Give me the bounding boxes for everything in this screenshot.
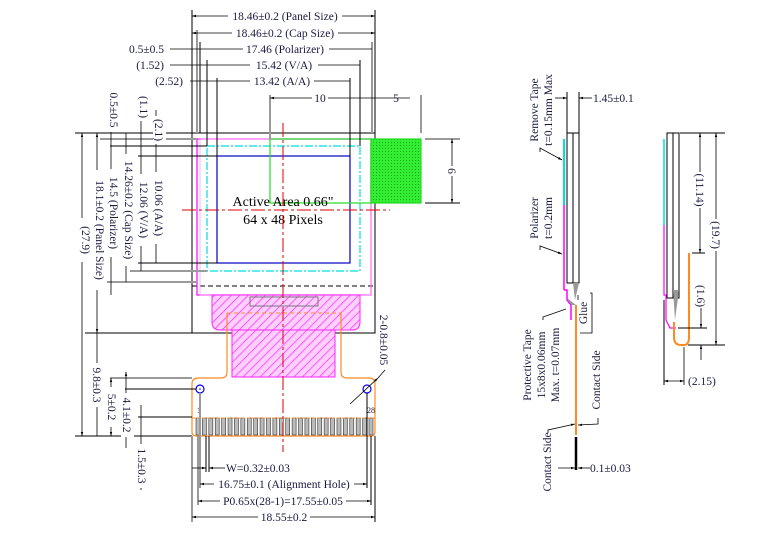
label-contact-side-2: Contact Side bbox=[542, 432, 554, 491]
dim-polarizer-height: 14.5 (Polarizer) bbox=[107, 177, 119, 249]
contact-pin bbox=[349, 417, 355, 436]
contact-pin bbox=[330, 417, 335, 436]
dim-total-height: (27.9) bbox=[79, 226, 91, 254]
bottom-dimensions: W=0.32±0.03 16.75±0.1 (Alignment Hole) P… bbox=[191, 393, 376, 524]
dim-offset-left-b: (1.1) bbox=[137, 96, 149, 118]
contact-pin bbox=[208, 417, 214, 436]
contact-pin bbox=[246, 417, 252, 436]
contact-pins bbox=[192, 417, 375, 436]
dim-alignment-hole-dia: 2-0.8±0.05 bbox=[377, 315, 389, 366]
dim-offset-top-a: 0.5±0.5 bbox=[129, 44, 164, 56]
folded-glass-1 bbox=[666, 132, 674, 299]
dim-panel-size-width: 18.46±0.2 (Panel Size) bbox=[232, 11, 337, 23]
dim-ten: 10 bbox=[314, 93, 326, 105]
dim-offset-top-c: (2.52) bbox=[155, 76, 183, 88]
pin-label-28: 28 bbox=[367, 406, 375, 415]
dim-alignment-hole: 16.75±0.1 (Alignment Hole) bbox=[218, 479, 350, 491]
contact-pin bbox=[266, 417, 271, 436]
label-contact-side-1: Contact Side bbox=[591, 350, 603, 409]
dim-folded-11-14: (11.14) bbox=[693, 173, 705, 206]
contact-pin bbox=[368, 417, 374, 436]
contact-pin bbox=[253, 417, 258, 436]
contact-pin bbox=[272, 417, 278, 436]
dim-six: 6 bbox=[445, 168, 457, 174]
folded-view: (11.14) (19.7) (1.6) (2.15) bbox=[663, 132, 725, 388]
side-protective-tape bbox=[564, 289, 572, 320]
dim-fpc-thickness: 0.1±0.03 bbox=[590, 463, 631, 475]
dim-five: 5 bbox=[393, 93, 399, 105]
contact-pin bbox=[317, 417, 323, 436]
dim-va-width: 15.42 (V/A) bbox=[256, 60, 312, 72]
contact-pin bbox=[259, 417, 265, 436]
alignment-hole-right bbox=[362, 384, 372, 394]
dim-fpc-width: 18.55±0.2 bbox=[261, 512, 308, 524]
label-polarizer: Polarizer bbox=[529, 197, 541, 239]
contact-pin bbox=[240, 417, 246, 436]
folded-fpc bbox=[673, 253, 690, 346]
contact-pin bbox=[291, 417, 297, 436]
dim-folded-2-15: (2.15) bbox=[688, 376, 716, 388]
side-glue bbox=[573, 283, 579, 300]
contact-pin bbox=[336, 417, 342, 436]
side-panel-glass-2 bbox=[572, 132, 580, 284]
dim-4-1: 4.1±0.2 bbox=[120, 397, 132, 432]
contact-pin bbox=[311, 417, 316, 436]
label-polarizer-thickness: t=0.2mm bbox=[543, 197, 555, 239]
contact-pin bbox=[304, 417, 310, 436]
dim-pitch: P0.65x(28-1)=17.55±0.05 bbox=[223, 496, 343, 508]
contact-pin bbox=[227, 417, 233, 436]
dim-pin-width: W=0.32±0.03 bbox=[226, 463, 290, 475]
contact-pin bbox=[298, 417, 303, 436]
side-panel-glass-1 bbox=[566, 132, 574, 284]
dim-1-5: 1.5±0.3 bbox=[135, 448, 147, 483]
contact-pin bbox=[343, 417, 348, 436]
dim-cap-size-height: 14.26±0.2 (Cap Size) bbox=[122, 161, 134, 259]
folded-glass-2 bbox=[672, 132, 680, 299]
contact-pin bbox=[214, 417, 220, 436]
green-tab-outline bbox=[269, 138, 372, 204]
dim-va-height: 12.06 (V/A) bbox=[137, 182, 149, 238]
dim-folded-1-6: (1.6) bbox=[694, 285, 706, 307]
dim-offset-left-a: 0.5±0.5 bbox=[107, 92, 119, 127]
contact-pin bbox=[323, 417, 329, 436]
front-view: Active Area 0.66" 64 x 48 Pixels 1 28 bbox=[75, 9, 460, 524]
label-remove-tape: Remove Tape bbox=[529, 78, 541, 141]
contact-pin bbox=[202, 417, 207, 436]
label-protective-tape-thickness: Max. t=0.07mm bbox=[550, 328, 562, 403]
dim-aa-height: 10.06 (A/A) bbox=[152, 180, 164, 236]
left-dimensions: (27.9) 18.1±0.2 (Panel Size) 0.5±0.5 14.… bbox=[75, 88, 217, 490]
driver-ic bbox=[249, 296, 319, 307]
label-protective-tape-size: 15x8x0.06mm bbox=[536, 332, 548, 399]
contact-pin bbox=[234, 417, 239, 436]
contact-pin bbox=[285, 417, 291, 436]
dim-fpc-length: 9.8±0.3 bbox=[90, 367, 102, 402]
dim-offset-left-c: (2.1) bbox=[152, 119, 164, 141]
dim-folded-19-7: (19.7) bbox=[709, 221, 721, 249]
label-remove-tape-thickness: t=0.15mm Max bbox=[543, 74, 555, 146]
dim-cap-size-width: 18.46±0.2 (Cap Size) bbox=[236, 28, 334, 40]
dim-aa-width: 13.42 (A/A) bbox=[254, 76, 310, 88]
green-tab bbox=[370, 138, 422, 204]
dim-panel-size-height: 18.1±0.2 (Panel Size) bbox=[93, 180, 105, 280]
label-glue: Glue bbox=[578, 302, 590, 324]
top-dimensions: 18.46±0.2 (Panel Size) 18.46±0.2 (Cap Si… bbox=[129, 9, 422, 156]
alignment-hole-left-center bbox=[199, 388, 201, 390]
dim-side-thickness: 1.45±0.1 bbox=[593, 93, 634, 105]
dim-polarizer-width: 17.46 (Polarizer) bbox=[246, 44, 324, 56]
side-view: 1.45±0.1 Remove Tape t=0.15mm Max Polari… bbox=[522, 74, 634, 492]
contact-pin bbox=[221, 417, 226, 436]
dim-offset-top-b: (1.52) bbox=[136, 60, 164, 72]
dim-5: 5±0.2 bbox=[105, 394, 117, 421]
contact-pin bbox=[362, 417, 367, 436]
right-dimensions: 6 2-0.8±0.05 bbox=[349, 138, 460, 405]
contact-pin bbox=[355, 417, 361, 436]
label-protective-tape: Protective Tape bbox=[522, 329, 534, 400]
